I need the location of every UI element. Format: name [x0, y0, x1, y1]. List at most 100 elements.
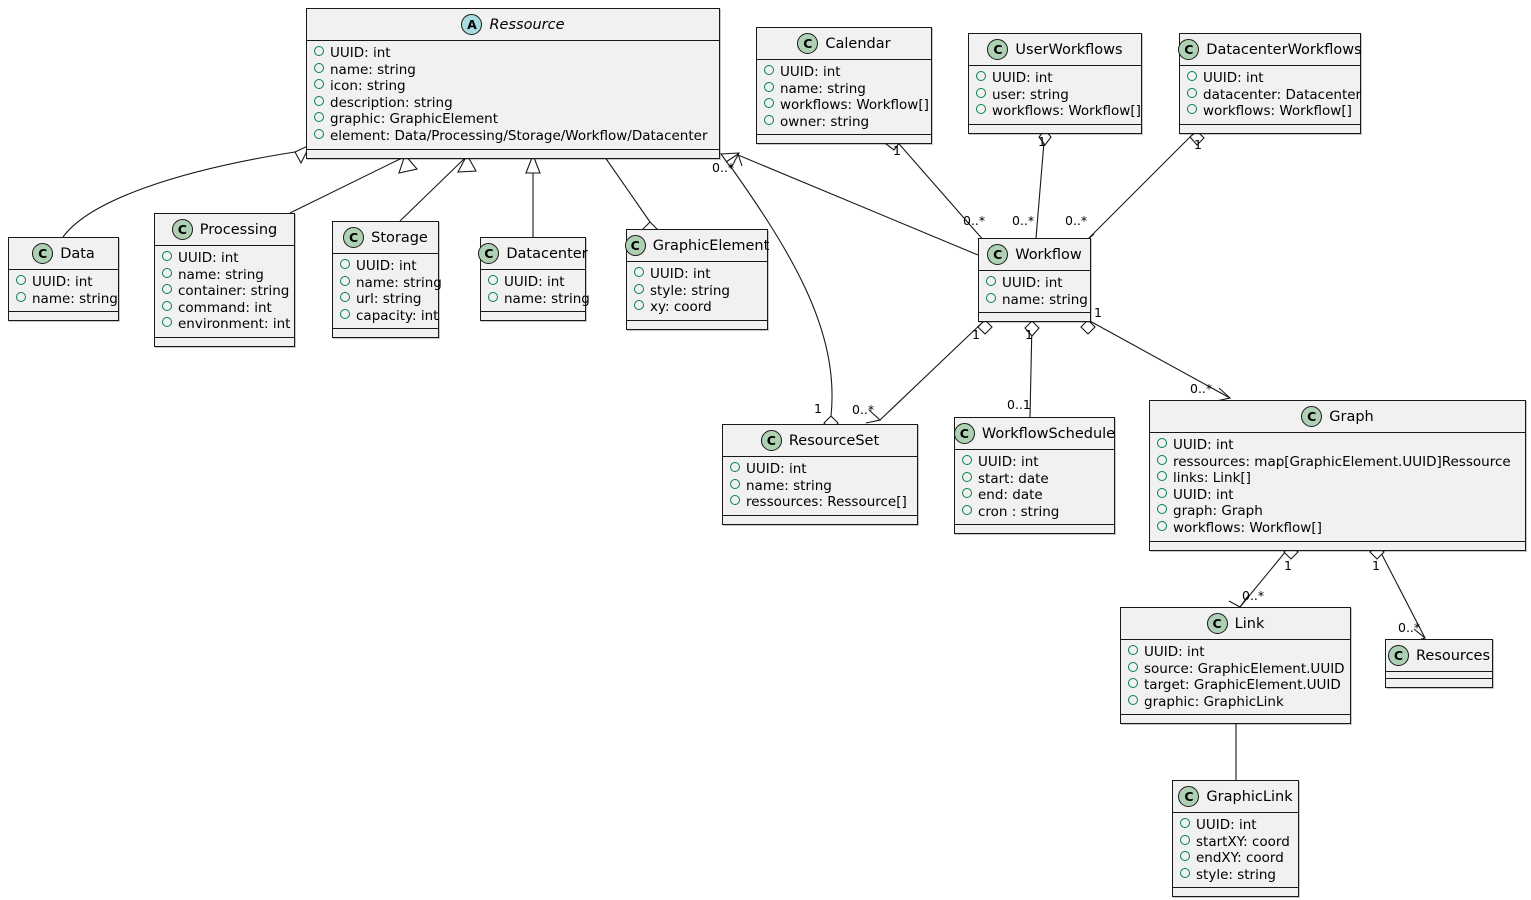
attribute-row: UUID: int — [16, 274, 111, 291]
public-visibility-icon — [730, 478, 740, 489]
attribute-text: workflows: Workflow[] — [992, 103, 1141, 120]
attribute-row: target: GraphicElement.UUID — [1128, 677, 1343, 694]
class-stereotype-icon: C — [1206, 613, 1228, 634]
public-visibility-icon — [314, 79, 324, 90]
public-visibility-icon — [340, 259, 350, 269]
edge-storage-extends-ressource — [399, 157, 466, 222]
public-visibility-icon — [1128, 645, 1138, 655]
multiplicity-workflow-from-calendar-0star: 0..* — [963, 213, 986, 228]
attribute-text: xy: coord — [650, 299, 712, 316]
attribute-text: environment: int — [178, 316, 291, 333]
attribute-row: name: string — [162, 267, 287, 284]
attribute-text: UUID: int — [504, 274, 565, 290]
public-visibility-icon — [962, 488, 972, 499]
public-visibility-icon — [340, 292, 350, 303]
class-name-calendar: Calendar — [825, 35, 891, 52]
public-visibility-icon — [962, 504, 972, 515]
generalization-arrow-storage — [457, 153, 477, 173]
attribute-row: UUID: int — [162, 250, 287, 267]
attribute-row: style: string — [1180, 867, 1291, 884]
public-visibility-icon — [634, 283, 644, 294]
attribute-row: workflows: Workflow[] — [976, 103, 1141, 120]
public-visibility-icon — [976, 104, 986, 115]
public-visibility-icon — [1187, 71, 1197, 81]
attribute-row: name: string — [764, 81, 924, 98]
class-stereotype-icon: C — [478, 243, 500, 264]
attribute-row: workflows: Workflow[] — [1187, 103, 1353, 120]
class-stereotype-icon: C — [953, 423, 975, 444]
attribute-text: user: string — [992, 86, 1069, 103]
class-name-ressource: Ressource — [489, 16, 565, 33]
public-visibility-icon — [1157, 438, 1167, 448]
public-visibility-icon — [162, 317, 172, 328]
public-visibility-icon — [730, 495, 740, 506]
class-methods-workflow — [979, 313, 1090, 322]
public-visibility-icon — [976, 87, 986, 98]
attribute-text: capacity: int — [356, 307, 439, 324]
generalization-arrow-processing — [398, 153, 419, 174]
attribute-row: workflows: Workflow[] — [764, 97, 929, 114]
public-visibility-icon — [314, 128, 324, 139]
class-header-ressource: A Ressource — [307, 9, 719, 41]
attribute-text: workflows: Workflow[] — [1173, 519, 1322, 536]
attribute-text: UUID: int — [1173, 486, 1234, 503]
attribute-row: description: string — [314, 95, 712, 112]
public-visibility-icon — [488, 291, 498, 302]
attribute-text: UUID: int — [1173, 437, 1234, 453]
public-visibility-icon — [1187, 87, 1197, 98]
attribute-text: graphic: GraphicElement — [330, 111, 499, 128]
attribute-row: user: string — [976, 87, 1134, 104]
attribute-text: links: Link[] — [1173, 470, 1251, 487]
attribute-text: name: string — [178, 266, 264, 283]
attribute-text: source: GraphicElement.UUID — [1144, 660, 1345, 677]
attribute-row: UUID: int — [340, 258, 431, 275]
public-visibility-icon — [986, 292, 996, 303]
public-visibility-icon — [1128, 678, 1138, 689]
aggregation-diamond-workflow-resourceset — [977, 319, 993, 335]
public-visibility-icon — [16, 275, 26, 285]
aggregation-diamond-workflow-graph — [1080, 319, 1096, 335]
attribute-row: UUID: int — [1157, 437, 1518, 454]
class-name-datacenter: Datacenter — [506, 245, 588, 262]
multiplicity-resourceset-0star: 0..* — [852, 402, 875, 417]
attribute-row: container: string — [162, 283, 289, 300]
attribute-row: name: string — [986, 292, 1088, 309]
class-stereotype-icon: C — [760, 430, 782, 451]
edge-graph-has-links — [1239, 544, 1292, 608]
attribute-row: UUID: int — [314, 45, 712, 62]
attribute-row: owner: string — [764, 114, 924, 131]
multiplicity-calendar-1: 1 — [893, 143, 901, 158]
public-visibility-icon — [764, 65, 774, 75]
public-visibility-icon — [162, 267, 172, 278]
attribute-row: end: date — [962, 487, 1107, 504]
abstract-stereotype-icon: A — [461, 14, 483, 35]
attribute-row: source: GraphicElement.UUID — [1128, 660, 1345, 678]
class-methods-data — [9, 312, 118, 321]
edge-userworkflows-has-workflows — [1035, 129, 1046, 239]
edge-data-extends-ressource — [62, 151, 296, 238]
